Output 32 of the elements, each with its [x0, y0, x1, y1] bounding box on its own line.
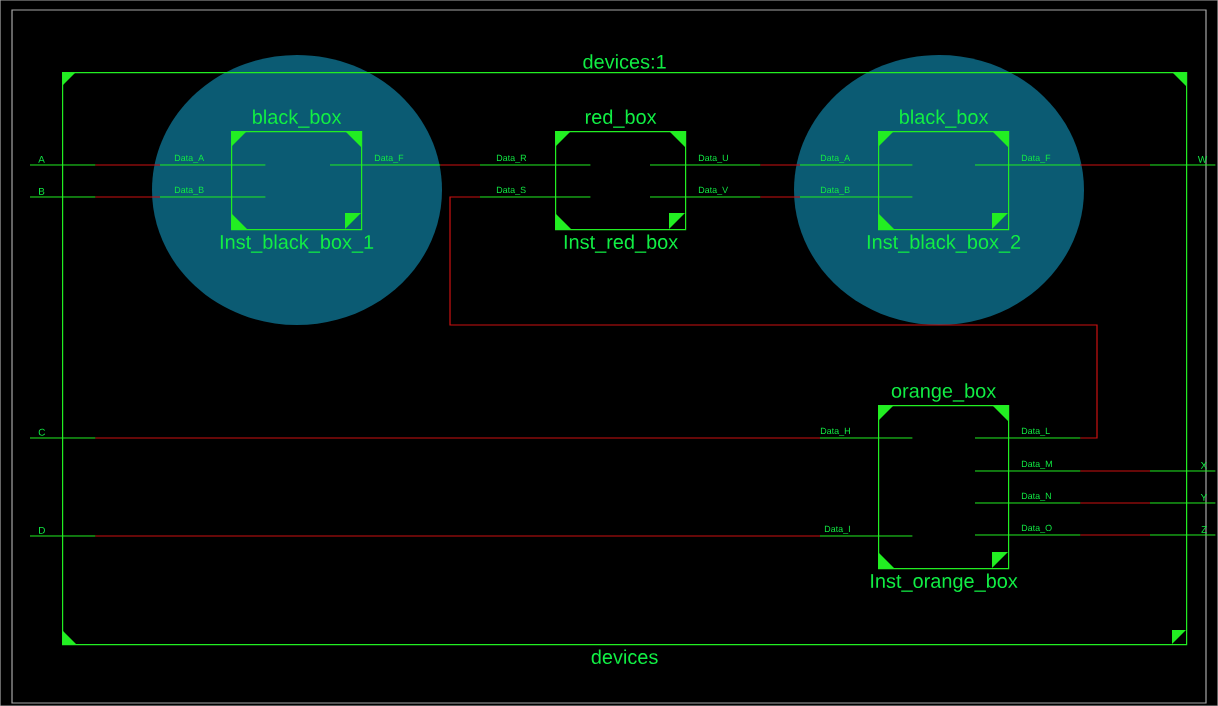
wire — [1079, 534, 1151, 536]
wire — [94, 437, 821, 439]
port-label: D — [29, 526, 96, 537]
port-label: A — [29, 155, 96, 166]
node-label: Inst_black_box_1 — [220, 234, 374, 253]
port-label: Z — [1149, 525, 1216, 536]
wire — [1079, 502, 1151, 504]
node-label: black_box — [253, 109, 342, 128]
highlight-circle — [794, 55, 1084, 325]
port-label: Y — [1149, 493, 1216, 504]
wire — [94, 535, 821, 537]
highlight-circle — [152, 55, 442, 325]
wire — [1079, 164, 1151, 166]
port-label: X — [1149, 461, 1216, 472]
wire — [94, 164, 161, 166]
wire — [759, 164, 801, 166]
wire — [439, 164, 481, 166]
node-label: orange_box — [891, 383, 996, 402]
port-label: W — [1149, 155, 1216, 166]
port-label: C — [29, 428, 96, 439]
wire — [1079, 470, 1151, 472]
node-label: Inst_black_box_2 — [867, 234, 1021, 253]
wire — [94, 196, 161, 198]
node-label: devices:1 — [583, 54, 666, 69]
node-label: Inst_red_box — [564, 234, 678, 253]
port-label: B — [29, 187, 96, 198]
node-label: black_box — [900, 109, 989, 128]
node-label: Inst_orange_box — [871, 573, 1018, 592]
node-label: devices — [591, 649, 658, 665]
wire — [759, 196, 801, 198]
wire — [449, 196, 1098, 439]
node-label: red_box — [585, 109, 657, 128]
